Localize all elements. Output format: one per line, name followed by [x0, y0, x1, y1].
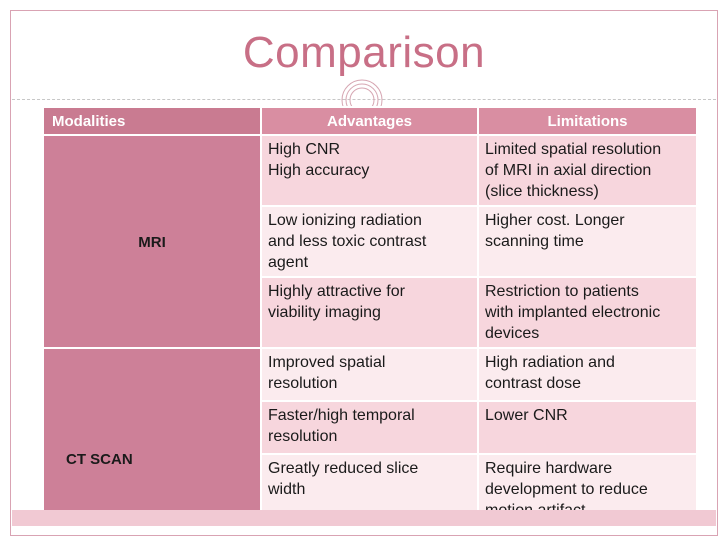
advantage-cell: High CNR High accuracy [260, 134, 479, 207]
advantage-text-line: Faster/high temporal [268, 407, 415, 424]
advantage-text-line: High CNR [268, 141, 341, 158]
limitation-cell: Lower CNR [477, 400, 698, 455]
header-modalities: Modalities [42, 106, 262, 136]
limitation-text-line: development to reduce [485, 481, 648, 498]
limitation-text-line: Restriction to patients [485, 283, 639, 300]
advantage-text-line: viability imaging [268, 304, 381, 321]
footer-band [12, 510, 716, 526]
advantage-text-line: Highly attractive for [268, 283, 405, 300]
advantage-cell: Low ionizing radiation and less toxic con… [260, 205, 479, 278]
advantage-text-line: resolution [268, 428, 338, 445]
limitation-text-line: (slice thickness) [485, 183, 599, 200]
advantage-text-line: High accuracy [268, 162, 370, 179]
advantage-text-line: resolution [268, 375, 338, 392]
advantage-text-line: width [268, 481, 306, 498]
header-limitations: Limitations [477, 106, 698, 136]
limitation-text-line: Require hardware [485, 460, 613, 477]
header-advantages: Advantages [260, 106, 479, 136]
limitation-text-line: devices [485, 325, 540, 342]
table-header-row: Modalities Advantages Limitations [42, 106, 698, 136]
slide-frame [10, 10, 718, 536]
advantage-cell: Faster/high temporal resolution [260, 400, 479, 455]
advantage-cell: Highly attractive for viability imaging [260, 276, 479, 349]
table-row: CT SCAN Improved spatial resolution High ra… [42, 347, 698, 526]
advantage-text-line: Improved spatial [268, 354, 386, 371]
limitation-text-line: of MRI in axial direction [485, 162, 652, 179]
advantage-text-line: Greatly reduced slice [268, 460, 419, 477]
limitation-cell: Limited spatial resolution of MRI in axia… [477, 134, 698, 207]
limitation-cell: Restriction to patients with implanted el… [477, 276, 698, 349]
limitation-text-line: High radiation and [485, 354, 615, 371]
limitation-text-line: Higher cost. Longer [485, 212, 625, 229]
advantage-cell: Improved spatial resolution [260, 347, 479, 402]
limitation-text-line: contrast dose [485, 375, 582, 392]
limitation-cell: High radiation and contrast dose [477, 347, 698, 402]
limitation-text-line: with implanted electronic [485, 304, 661, 321]
advantage-text-line: and less toxic contrast [268, 233, 427, 250]
advantage-text-line: Low ionizing radiation [268, 212, 422, 229]
limitation-text-line: Lower CNR [485, 407, 568, 424]
table-body: MRI High CNR High accuracy Limited spatial … [42, 134, 698, 526]
modality-cell: CT SCAN [42, 347, 262, 526]
modality-cell: MRI [42, 134, 262, 349]
title-divider [12, 99, 716, 100]
table-row: Highly attractive for viability imaging Re… [43, 276, 698, 349]
table-row: MRI High CNR High accuracy Limited spatial … [42, 134, 698, 349]
table-row: Faster/high temporal resolution Lower CNR [43, 400, 698, 455]
limitation-text-line: scanning time [485, 233, 584, 250]
limitation-text-line: Limited spatial resolution [485, 141, 662, 158]
limitation-cell: Higher cost. Longer scanning time [477, 205, 698, 278]
advantage-text-line: agent [268, 254, 309, 271]
table-row: Low ionizing radiation and less toxic con… [43, 205, 698, 278]
page-title: Comparison [242, 28, 486, 77]
